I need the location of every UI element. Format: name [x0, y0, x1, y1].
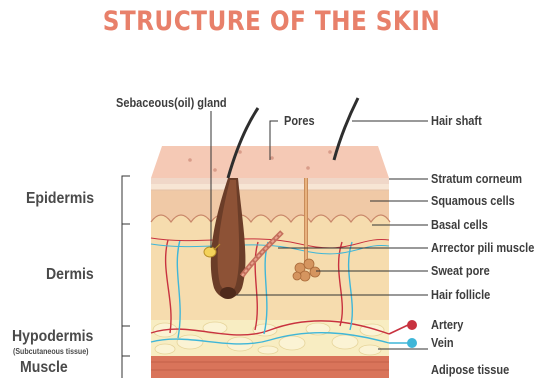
layer-hypodermis-subtitle: (Subcutaneous tissue) [13, 347, 89, 356]
layer-dermis: Dermis [46, 266, 94, 284]
epidermis-layer [151, 178, 390, 240]
label-hair-follicle: Hair follicle [431, 288, 490, 302]
label-artery: Artery [431, 318, 463, 332]
label-basal-cells: Basal cells [431, 218, 488, 232]
label-arrector-pili-muscle: Arrector pili muscle [431, 241, 534, 255]
label-sebaceous-gland: Sebaceous(oil) gland [116, 96, 227, 110]
label-pores: Pores [284, 114, 315, 128]
layer-muscle: Muscle [20, 359, 68, 377]
label-adipose-tissue: Adipose tissue [431, 363, 509, 377]
layer-epidermis: Epidermis [26, 190, 94, 208]
muscle-layer [151, 355, 389, 378]
artery-marker [389, 320, 417, 334]
label-squamous-cells: Squamous cells [431, 194, 515, 208]
label-hair-shaft: Hair shaft [431, 114, 482, 128]
label-sweat-pore: Sweat pore [431, 264, 490, 278]
label-vein: Vein [431, 336, 454, 350]
layer-hypodermis: Hypodermis [12, 328, 93, 346]
layer-brackets [122, 176, 130, 378]
vein-marker [389, 338, 417, 348]
label-stratum-corneum: Stratum corneum [431, 172, 522, 186]
